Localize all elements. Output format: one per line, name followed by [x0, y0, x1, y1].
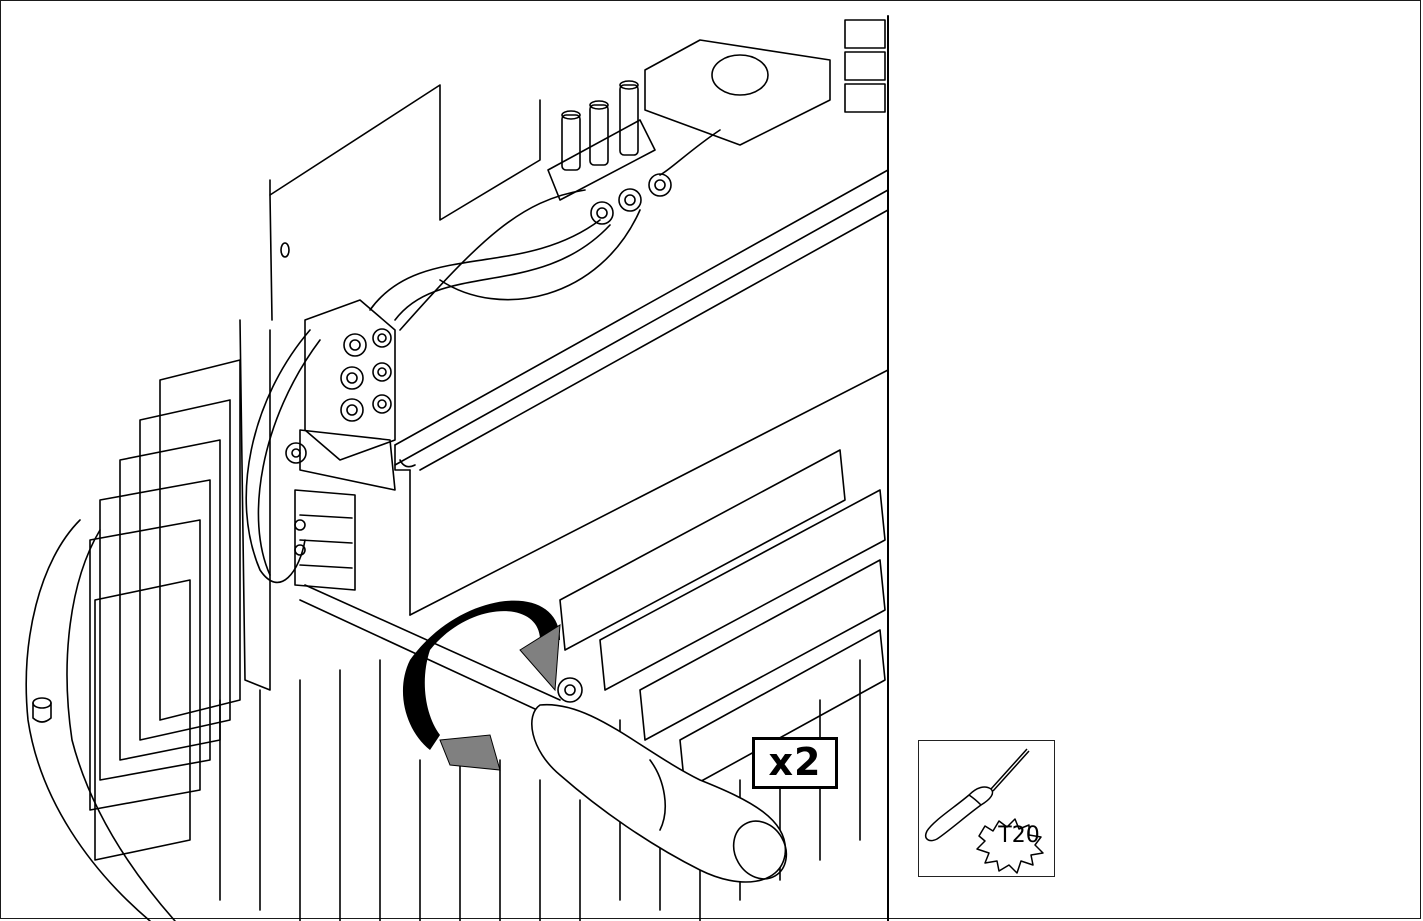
screwdriver-icon [925, 748, 1044, 874]
heatsink-fins-right [559, 449, 886, 921]
torx-bit-badge [976, 818, 1044, 874]
heatsink-fins-bottom [219, 659, 581, 921]
top-terminal-block [547, 119, 656, 201]
housing-rim [25, 519, 151, 921]
tool-bit-label: T20 [998, 823, 1040, 848]
tool-callout: T20 [918, 740, 1055, 877]
driver-box-top-edge [394, 169, 889, 446]
junction-cover [644, 39, 831, 146]
rotate-arrow-icon [402, 600, 561, 771]
quantity-label: x2 [752, 737, 838, 789]
heatsink-fins-left [89, 359, 241, 861]
mounting-plate [269, 84, 541, 221]
screwdriver-handle [531, 703, 787, 883]
lower-terminal-strip [294, 489, 356, 591]
assembly-illustration [25, 15, 889, 921]
luminaire-drawing [25, 15, 889, 921]
